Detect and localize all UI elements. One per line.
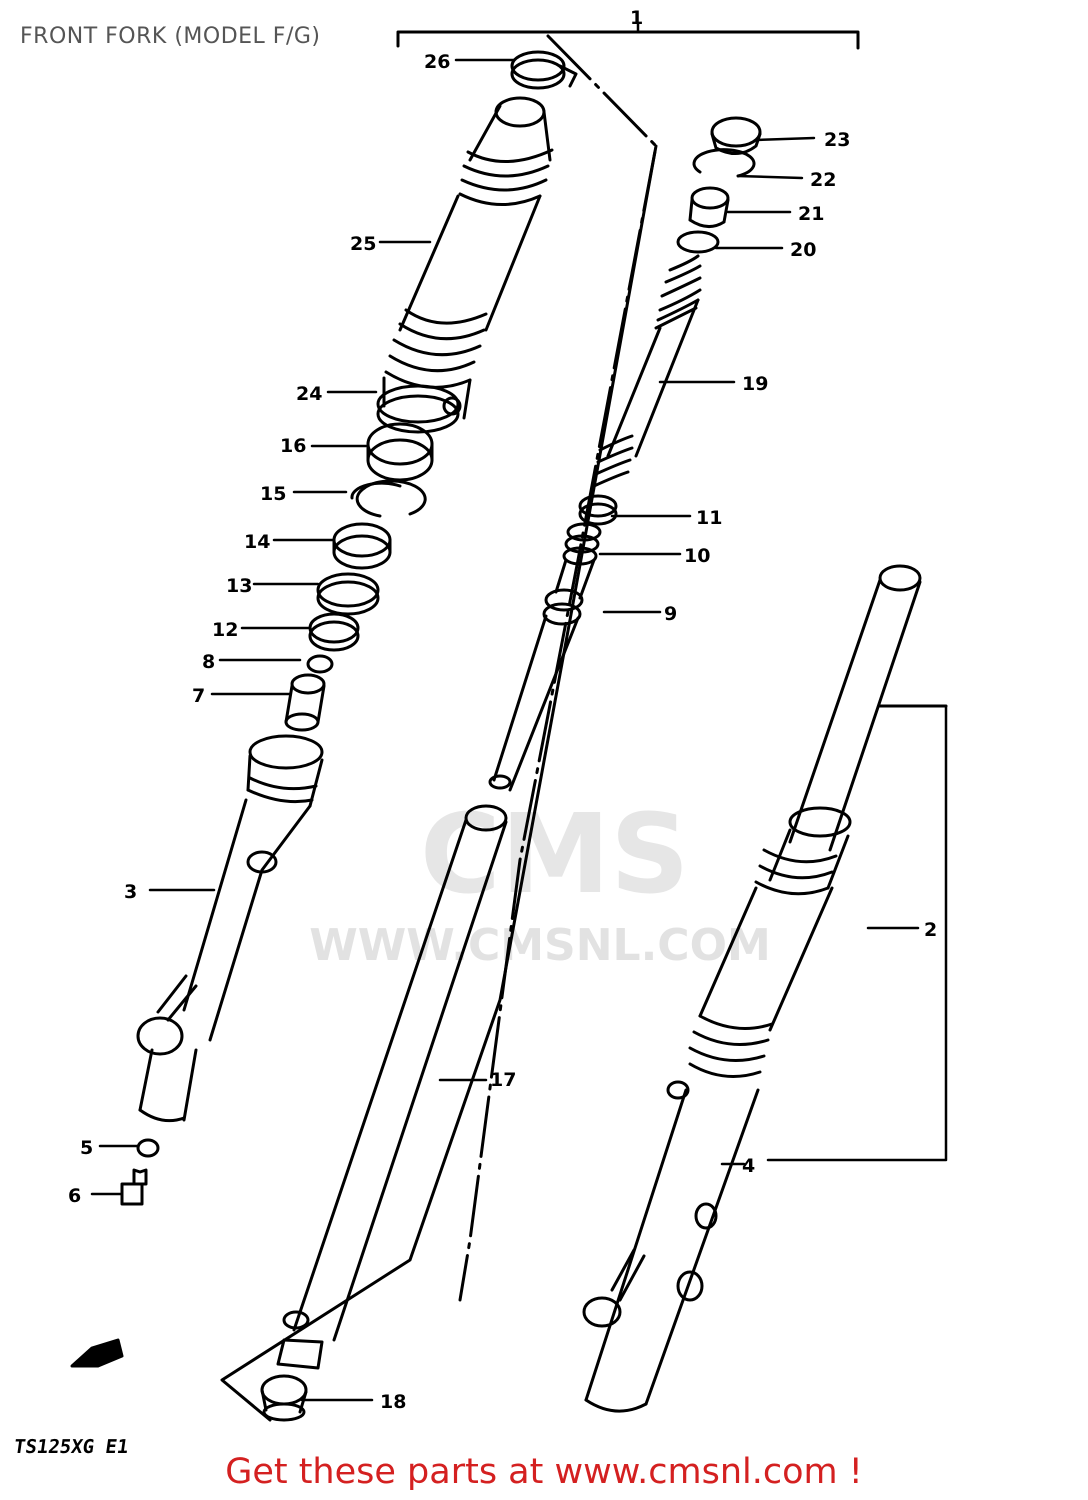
part-16-dust-seal — [366, 422, 434, 482]
label-10: 10 — [684, 545, 710, 567]
label-6: 6 — [68, 1185, 81, 1207]
part-2-inner-tube-right — [688, 564, 922, 1078]
label-16: 16 — [280, 435, 306, 457]
label-23: 23 — [824, 129, 850, 151]
label-15: 15 — [260, 483, 286, 505]
part-4-outer-tube-right — [582, 1080, 760, 1413]
label-26: 26 — [424, 51, 450, 73]
part-22-circlip — [692, 148, 756, 178]
part-18-bottom-piece — [260, 1338, 324, 1422]
part-23-cap — [710, 116, 762, 155]
part-5-washer — [136, 1138, 160, 1158]
leader-lines — [90, 22, 920, 1402]
label-21: 21 — [798, 203, 824, 225]
label-2: 2 — [924, 919, 937, 941]
label-25: 25 — [350, 233, 376, 255]
part-11-ring — [578, 494, 618, 526]
part-14-oil-seal — [332, 522, 392, 570]
label-17: 17 — [490, 1069, 516, 1091]
label-9: 9 — [664, 603, 677, 625]
label-19: 19 — [742, 373, 768, 395]
label-3: 3 — [124, 881, 137, 903]
part-21-cap-bolt — [688, 186, 730, 228]
part-9-damper-rod — [488, 588, 584, 792]
label-22: 22 — [810, 169, 836, 191]
part-10-spring — [554, 522, 602, 600]
cta-link[interactable]: Get these parts at www.cmsnl.com ! — [225, 1452, 863, 1492]
part-26-clamp — [510, 50, 578, 90]
label-24: 24 — [296, 383, 322, 405]
part-12-ring — [308, 612, 360, 652]
part-6-bolt — [120, 1168, 148, 1206]
bracket-1 — [396, 30, 860, 50]
label-4: 4 — [742, 1155, 755, 1177]
part-19-fork-spring — [592, 254, 702, 488]
label-5: 5 — [80, 1137, 93, 1159]
label-11: 11 — [696, 507, 722, 529]
part-24-clamp — [376, 384, 462, 434]
watermark-logo: CMS — [420, 790, 690, 918]
watermark-url: WWW.CMSNL.COM — [309, 920, 771, 971]
label-13: 13 — [226, 575, 252, 597]
label-8: 8 — [202, 651, 215, 673]
direction-arrow-icon — [70, 1338, 124, 1368]
part-25-fork-boot — [382, 96, 554, 420]
part-3-outer-tube-left — [136, 734, 324, 1123]
part-15-circlip — [350, 479, 427, 518]
part-labels: 1 2 3 4 5 6 7 8 9 10 11 12 13 14 15 16 1… — [68, 7, 937, 1413]
label-18: 18 — [380, 1391, 406, 1413]
label-12: 12 — [212, 619, 238, 641]
part-20-washer — [676, 230, 720, 254]
label-7: 7 — [192, 685, 205, 707]
label-20: 20 — [790, 239, 816, 261]
part-8-o-ring — [306, 654, 334, 674]
label-14: 14 — [244, 531, 270, 553]
part-13-washer — [316, 572, 380, 616]
label-1: 1 — [630, 7, 643, 29]
part-7-sleeve — [284, 673, 326, 732]
part-17-inner-tube-left — [282, 804, 508, 1342]
page-title: FRONT FORK (MODEL F/G) — [20, 24, 321, 49]
